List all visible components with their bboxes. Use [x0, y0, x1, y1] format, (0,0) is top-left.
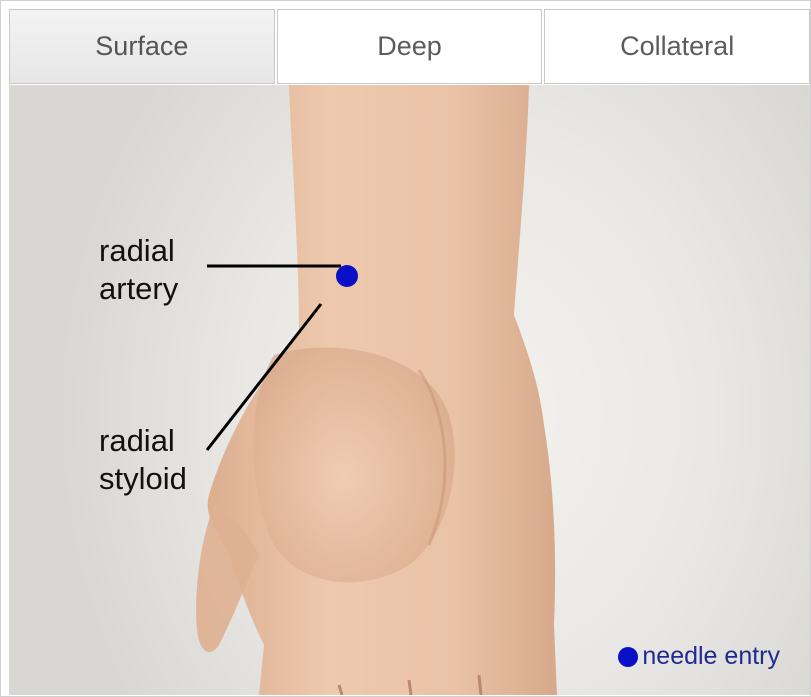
thenar-eminence: [253, 348, 454, 583]
label-radial-styloid-line1: radial: [99, 422, 187, 460]
tab-collateral-label: Collateral: [620, 31, 734, 62]
tab-surface[interactable]: Surface: [9, 9, 275, 84]
label-radial-artery-line2: artery: [99, 270, 178, 308]
legend-text: needle entry: [642, 642, 780, 671]
label-radial-styloid: radial styloid: [99, 422, 187, 498]
legend: needle entry: [618, 642, 780, 671]
view-tabs: Surface Deep Collateral: [9, 9, 810, 84]
hand-wrist-icon: [9, 85, 810, 695]
label-radial-styloid-line2: styloid: [99, 460, 187, 498]
tab-collateral[interactable]: Collateral: [544, 9, 810, 84]
tab-surface-label: Surface: [95, 31, 188, 62]
label-radial-artery: radial artery: [99, 232, 178, 308]
tab-deep[interactable]: Deep: [277, 9, 543, 84]
wrist-illustration: radial artery radial styloid needle entr…: [9, 85, 810, 695]
needle-entry-legend-icon: [618, 647, 638, 667]
tab-deep-label: Deep: [377, 31, 442, 62]
label-radial-artery-line1: radial: [99, 232, 178, 270]
needle-entry-marker: [336, 265, 358, 287]
